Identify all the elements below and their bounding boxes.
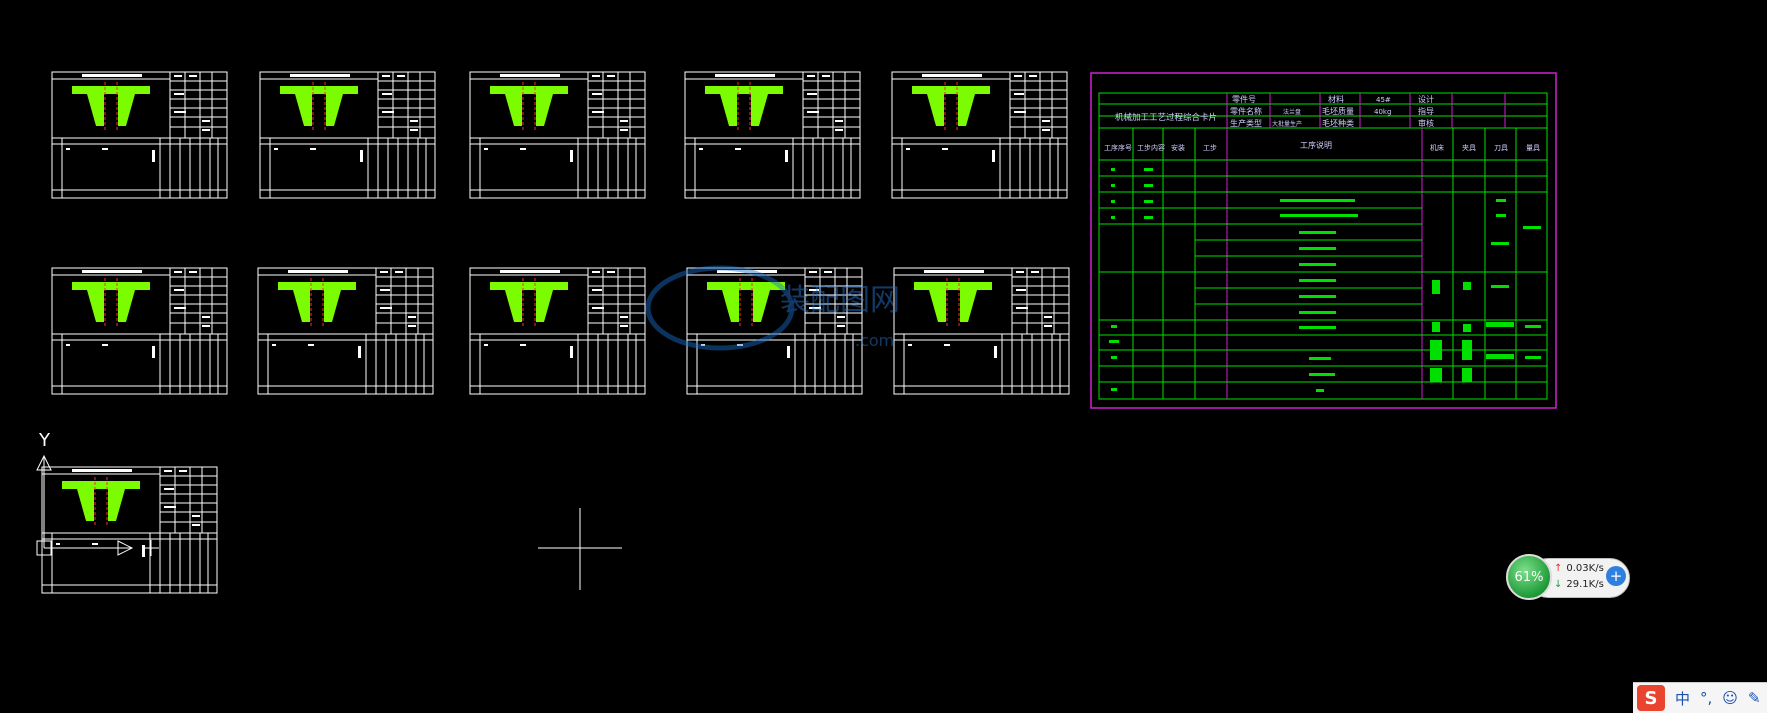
production-type-label: 生产类型: [1230, 118, 1262, 128]
download-speed: ↓29.1K/s: [1554, 579, 1604, 590]
watermark-text: 装配图网: [780, 283, 900, 318]
ime-emoji-icon[interactable]: ☺: [1722, 689, 1738, 707]
process-sheet-10[interactable]: [893, 267, 1070, 395]
material-value: 45#: [1376, 96, 1391, 104]
process-sheet-5[interactable]: [891, 71, 1068, 199]
process-sheet-6[interactable]: [51, 267, 228, 395]
production-type-value: 大批量生产: [1272, 120, 1302, 128]
ime-punctuation-toggle[interactable]: °,: [1700, 689, 1713, 707]
download-arrow-icon: ↓: [1554, 579, 1563, 590]
upload-speed-value: 0.03K/s: [1566, 563, 1604, 574]
col-header-1: 工步内容: [1137, 143, 1165, 152]
download-speed-value: 29.1K/s: [1566, 579, 1604, 590]
upload-speed: ↑0.03K/s: [1554, 563, 1604, 574]
ime-language-toggle[interactable]: 中: [1675, 689, 1691, 708]
network-speed-widget[interactable]: 61% ↑0.03K/s ↓29.1K/s +: [1506, 554, 1630, 600]
col-header-3: 工步: [1203, 144, 1217, 152]
speed-boost-icon[interactable]: +: [1606, 566, 1626, 586]
design-label: 设计: [1418, 94, 1434, 104]
ime-toolbar[interactable]: S 中 °, ☺ ✎: [1633, 682, 1767, 713]
process-sheet-7[interactable]: [257, 267, 434, 395]
col-header-5: 机床: [1430, 143, 1444, 152]
blank-type-label: 毛坯种类: [1322, 118, 1354, 128]
memory-percent: 61%: [1514, 569, 1544, 585]
process-sheet-1[interactable]: [51, 71, 228, 199]
memory-usage-ball[interactable]: 61%: [1506, 554, 1552, 600]
col-header-8: 量具: [1526, 144, 1540, 152]
process-sheet-11[interactable]: [41, 466, 218, 594]
part-no-label: 零件号: [1232, 94, 1256, 104]
col-header-4: 工序说明: [1300, 140, 1332, 150]
card-title: 机械加工工艺过程综合卡片: [1115, 112, 1217, 123]
blank-weight-label: 毛坯质量: [1322, 106, 1354, 116]
process-sheet-8[interactable]: [469, 267, 646, 395]
process-sheet-2[interactable]: [259, 71, 436, 199]
sogou-logo-icon[interactable]: S: [1637, 685, 1665, 711]
upload-arrow-icon: ↑: [1554, 563, 1563, 574]
col-header-0: 工序序号: [1104, 143, 1132, 152]
ucs-y-label: Y: [38, 430, 51, 451]
watermark-domain: .com: [855, 331, 894, 350]
crosshair-cursor: [538, 508, 622, 590]
ucs-icon: Y: [36, 430, 159, 556]
process-sheet-3[interactable]: [469, 71, 646, 199]
material-label: 材料: [1328, 94, 1344, 104]
review-label: 审核: [1418, 118, 1434, 128]
part-name-value: 法兰盘: [1283, 108, 1301, 116]
guide-label: 指导: [1418, 106, 1434, 116]
watermark: 装配图网 .com: [645, 265, 900, 351]
col-header-2: 安装: [1171, 143, 1185, 152]
col-header-7: 刀具: [1494, 144, 1508, 152]
process-sheet-4[interactable]: [684, 71, 861, 199]
part-name-label: 零件名称: [1230, 106, 1262, 116]
blank-weight-value: 40kg: [1374, 108, 1391, 116]
ime-handwriting-icon[interactable]: ✎: [1747, 689, 1761, 707]
col-header-6: 夹具: [1462, 143, 1476, 152]
process-card[interactable]: 机械加工工艺过程综合卡片 零件号 材料 45# 设计 零件名称 法兰盘 毛坯质量…: [1090, 72, 1557, 409]
